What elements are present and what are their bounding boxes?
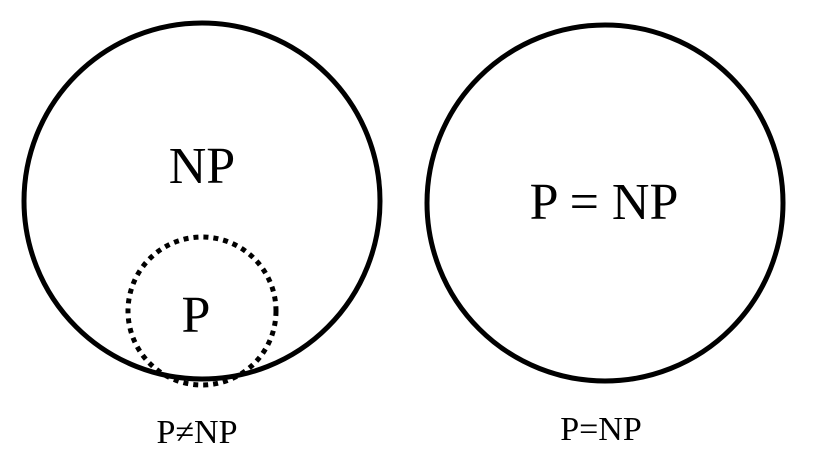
p-equal-np-caption: P=NP [560,411,642,448]
np-circle [21,20,383,382]
p-equals-np-label: P = NP [529,174,679,231]
np-label: NP [168,138,236,195]
p-equals-np-circle [424,22,786,384]
p-not-equal-np-caption: P≠NP [156,414,238,451]
p-dotted-circle [125,234,279,388]
p-label: P [181,287,211,344]
